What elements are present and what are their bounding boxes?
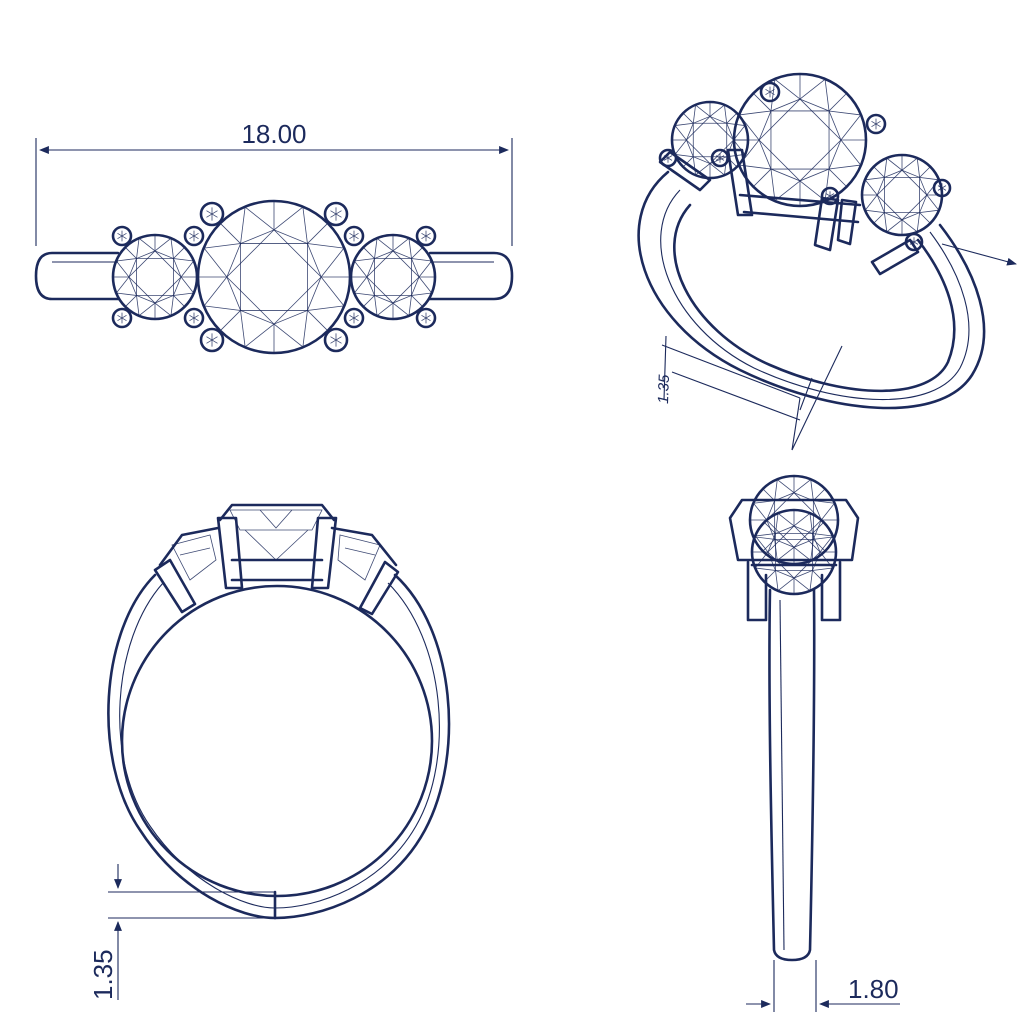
dimension-overall-length: 18.00 — [241, 119, 306, 149]
dimension-side-band-thickness: 1.35 — [88, 949, 118, 1000]
dimension-perspective-band-thickness: 1.35 — [655, 374, 673, 404]
side-view: 1.80 — [730, 476, 900, 1012]
top-view: 18.00 — [34, 119, 514, 353]
perspective-view: 1.35 — [639, 74, 1017, 451]
dimension-band-width: 1.80 — [848, 974, 899, 1004]
front-view: 1.35 — [88, 503, 451, 1000]
